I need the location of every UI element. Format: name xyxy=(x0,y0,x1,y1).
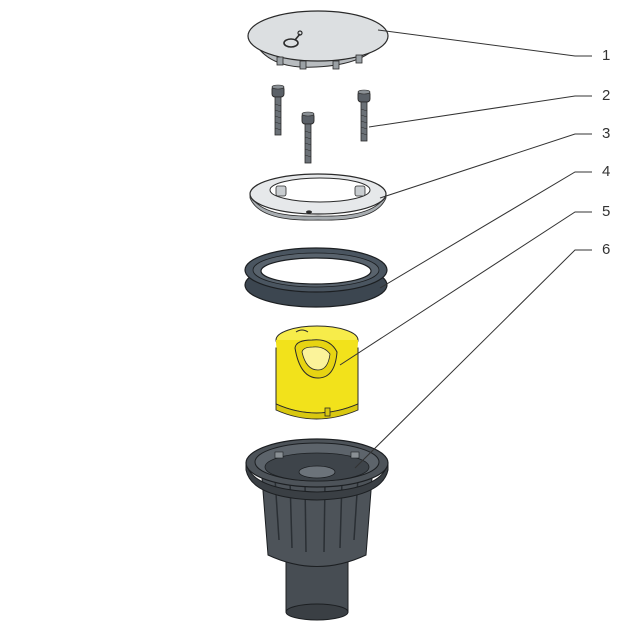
sealing-gasket xyxy=(244,247,388,308)
leader-6 xyxy=(354,249,592,469)
drain-body xyxy=(245,438,389,621)
callout-label-1: 1 xyxy=(602,47,611,64)
leader-lines xyxy=(339,29,592,469)
cover-lock-symbol-icon xyxy=(283,30,303,48)
leader-4 xyxy=(379,171,592,289)
screws xyxy=(271,84,371,164)
screw-middle xyxy=(301,111,315,164)
callout-label-5: 5 xyxy=(602,203,611,220)
screw-right xyxy=(357,89,371,142)
odour-trap-insert xyxy=(275,325,359,420)
leader-1 xyxy=(377,29,592,57)
leader-3 xyxy=(379,133,592,199)
callout-label-3: 3 xyxy=(602,125,611,142)
clamping-ring xyxy=(249,173,387,221)
leader-2 xyxy=(368,95,592,128)
callout-label-6: 6 xyxy=(602,241,611,258)
leader-5 xyxy=(339,211,592,366)
callout-label-4: 4 xyxy=(602,163,611,180)
cover-plate xyxy=(247,10,389,70)
callout-label-2: 2 xyxy=(602,87,611,104)
screw-left xyxy=(271,84,285,136)
